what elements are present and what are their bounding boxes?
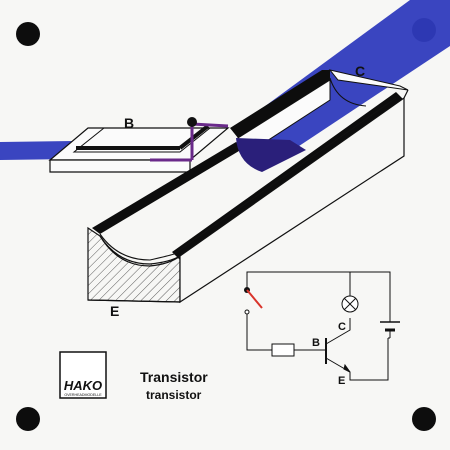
label-circuit-base: B: [312, 337, 320, 349]
circuit-schematic: [244, 271, 400, 381]
base-contact: [150, 117, 229, 162]
base-strip: [48, 124, 230, 173]
label-collector-region: C: [355, 63, 365, 79]
mount-hole-top-left: [16, 22, 40, 46]
label-base-region: B: [124, 115, 134, 131]
switch-lever: [246, 289, 263, 309]
logo-text: HAKO: [64, 378, 102, 393]
label-circuit-collector: C: [338, 321, 346, 333]
title-main: Transistor: [140, 369, 208, 385]
mount-hole-bottom-left: [16, 407, 40, 431]
resistor: [271, 343, 295, 357]
junction-region: [236, 138, 306, 172]
logo-tagline: OVERHEADMODELLE: [64, 393, 102, 397]
label-emitter-region: E: [110, 303, 119, 319]
switch-contact: [244, 309, 250, 315]
title-sub: transistor: [146, 388, 202, 402]
label-circuit-emitter: E: [338, 375, 345, 387]
mount-hole-bottom-right: [412, 407, 436, 431]
hako-logo: HAKO OVERHEADMODELLE: [59, 351, 107, 399]
